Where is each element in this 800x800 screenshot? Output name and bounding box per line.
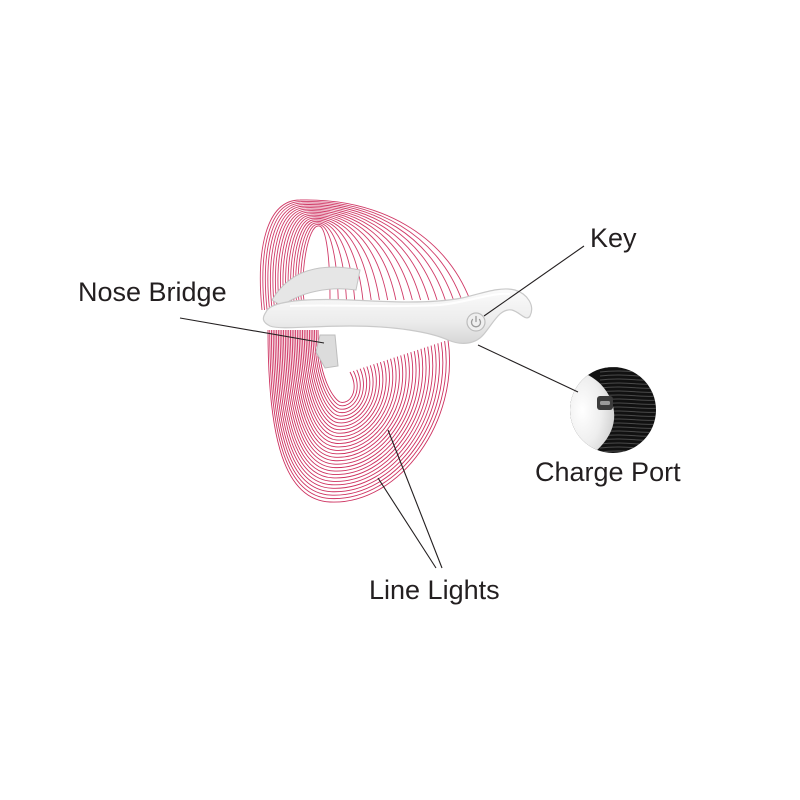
line-light-upper	[272, 207, 430, 311]
port-ridge	[599, 374, 656, 377]
headband-highlight	[289, 292, 511, 308]
line-light-lower	[286, 329, 414, 465]
line-light-lower	[293, 329, 400, 451]
port-ridge	[599, 442, 656, 445]
line-light-lower	[291, 329, 404, 455]
power-key[interactable]	[466, 312, 486, 332]
line-light-upper	[295, 220, 356, 311]
line-light-lower	[289, 329, 407, 458]
line-light-upper	[262, 201, 463, 311]
line-light-upper	[285, 214, 389, 311]
headband	[262, 288, 533, 344]
port-ridge	[599, 382, 656, 385]
line-light-lower	[267, 329, 450, 503]
line-light-upper	[277, 210, 413, 311]
callout-line-line-lights-a	[387, 429, 443, 569]
key-label: Key	[590, 223, 637, 253]
charge-port-inset	[570, 367, 656, 453]
line-lights-label: Line Lights	[369, 575, 500, 605]
port-ridge	[599, 446, 656, 449]
line-light-lower	[276, 329, 434, 486]
line-light-lower	[300, 329, 387, 437]
line-light-upper	[282, 213, 397, 311]
line-light-lower	[317, 329, 355, 403]
line-light-lower	[298, 329, 390, 441]
line-light-lower	[281, 329, 424, 475]
nose-bridge-piece	[315, 334, 339, 369]
line-light-upper	[280, 211, 405, 311]
line-light-upper	[267, 204, 446, 311]
line-light-lower	[272, 329, 440, 493]
line-light-lower	[302, 329, 384, 434]
line-light-lower	[284, 329, 417, 468]
usb-port-icon	[597, 396, 613, 410]
nose-bridge-label: Nose Bridge	[78, 277, 227, 307]
line-light-lower	[296, 329, 394, 444]
line-light-lower	[312, 329, 364, 413]
line-light-lower	[315, 329, 358, 407]
line-light-lower	[307, 329, 374, 424]
callout-line-line-lights-b	[377, 477, 437, 569]
port-ridge	[599, 386, 656, 389]
line-light-lower	[274, 329, 437, 489]
line-light-upper	[270, 205, 438, 311]
line-light-upper	[292, 219, 364, 311]
line-light-lower	[305, 329, 377, 427]
line-light-upper	[287, 216, 380, 311]
forehead-bridge	[271, 266, 361, 307]
line-light-upper	[259, 199, 471, 311]
line-light-lower	[269, 329, 447, 500]
callout-line-key	[483, 245, 585, 317]
line-light-lower	[270, 329, 444, 496]
callout-line-charge-port	[477, 344, 579, 393]
line-light-upper	[300, 224, 339, 311]
line-light-lower	[288, 329, 410, 462]
callout-line-nose-bridge	[179, 317, 325, 344]
line-lights-contours	[259, 199, 471, 503]
line-light-lower	[283, 329, 420, 472]
line-light-lower	[303, 329, 381, 431]
line-light-upper	[275, 208, 422, 311]
line-light-lower	[279, 329, 427, 479]
line-light-lower	[310, 329, 368, 417]
line-light-lower	[314, 329, 361, 410]
charge-port-label: Charge Port	[535, 457, 681, 487]
power-icon	[470, 315, 482, 328]
line-light-lower	[295, 329, 397, 448]
line-light-lower	[308, 329, 371, 420]
line-light-upper	[290, 217, 372, 311]
line-light-upper	[264, 202, 454, 311]
port-ridge	[599, 378, 656, 381]
line-light-upper	[297, 222, 347, 311]
line-light-lower	[277, 329, 430, 482]
